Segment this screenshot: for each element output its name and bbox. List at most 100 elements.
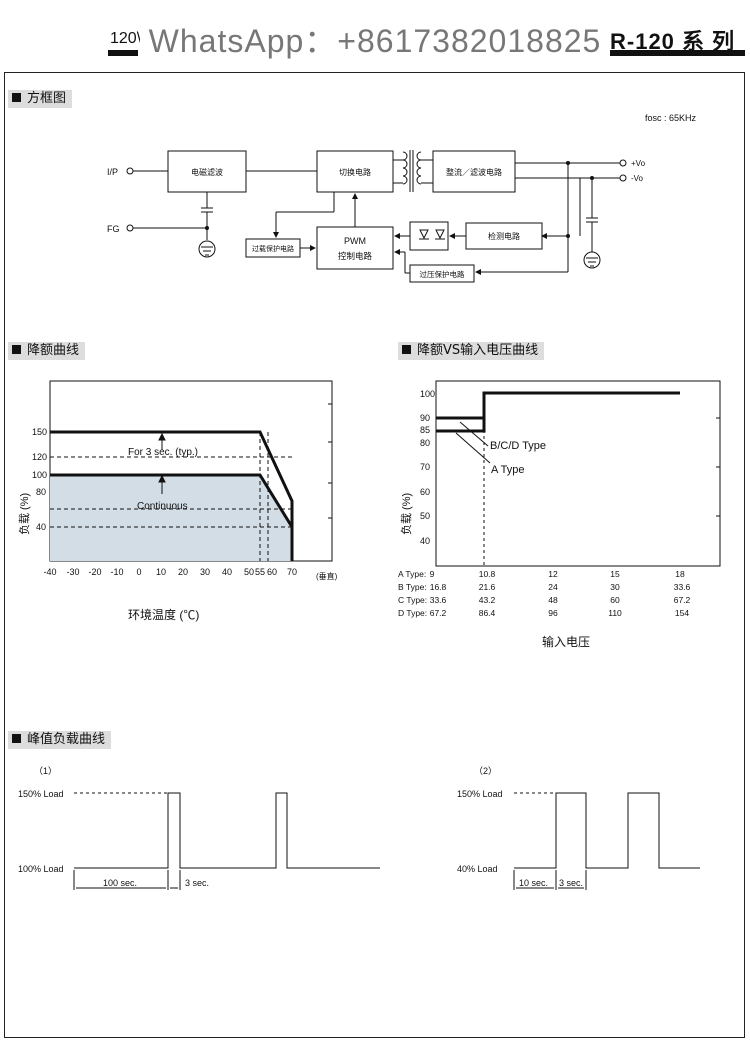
input-voltage-chart: 100 90 85 80 70 60 50 40 B/C/D Type A Ty…: [398, 380, 721, 649]
section-derating-vs-input: 降额VS输入电压曲线: [398, 342, 545, 360]
section-peak-load: 峰值负载曲线: [8, 731, 112, 749]
pwm-label: PWM: [344, 236, 366, 246]
bullet-square-icon: [402, 345, 411, 354]
svg-text:21.6: 21.6: [479, 582, 496, 592]
svg-text:86.4: 86.4: [479, 608, 496, 618]
section-block-diagram: 方框图: [8, 90, 73, 108]
derating-chart: 150 120 100 80 40 For 3 sec. (typ.) Cont…: [17, 380, 338, 622]
svg-text:33.6: 33.6: [674, 582, 691, 592]
label-a-type: A Type: [491, 464, 524, 476]
svg-text:B Type:: B Type:: [398, 582, 427, 592]
svg-text:110: 110: [608, 608, 622, 618]
peak2-label: （2）: [474, 766, 497, 776]
svg-text:10.8: 10.8: [479, 569, 496, 579]
ytick-80: 80: [36, 487, 46, 497]
pwm-control-box: [316, 226, 394, 270]
header-rule-right: [610, 50, 745, 56]
peak-load-waveforms: （1） 150% Load 100% Load 100 sec. 3 sec. …: [18, 766, 700, 890]
svg-text:16.8: 16.8: [430, 582, 447, 592]
rectifier-label: 整流／滤波电路: [446, 167, 502, 177]
ytick-120: 120: [32, 452, 47, 462]
xtick-50: 50: [244, 567, 254, 577]
annotation-continuous: Continuous: [137, 501, 188, 512]
vo-plus-label: +Vo: [631, 159, 646, 168]
x-unit-note: (垂直): [316, 571, 338, 581]
xtick-70: 70: [287, 567, 297, 577]
ovp-label: 过压保护电路: [420, 269, 465, 279]
peak1-t-high: 3 sec.: [185, 878, 209, 888]
svg-text:154: 154: [675, 608, 689, 618]
peak1-label: （1）: [34, 766, 57, 776]
svg-text:48: 48: [548, 595, 558, 605]
input-ytick-70: 70: [420, 462, 430, 472]
input-ytick-50: 50: [420, 511, 430, 521]
svg-text:12: 12: [548, 569, 558, 579]
series-bcd-line: [436, 391, 680, 420]
xtick-m40: -40: [43, 567, 56, 577]
xtick-40: 40: [222, 567, 232, 577]
emi-filter-label: 电磁滤波: [191, 167, 223, 177]
xtick-m20: -20: [88, 567, 101, 577]
peak2-t-high: 3 sec.: [559, 878, 583, 888]
peak1-waveform: [74, 792, 380, 869]
xtick-60: 60: [267, 567, 277, 577]
continuous-area: [50, 475, 292, 561]
svg-text:30: 30: [610, 582, 620, 592]
header-rule-left: [108, 50, 138, 56]
peak2-waveform: [514, 792, 700, 869]
series-continuous-line: [50, 473, 294, 561]
svg-text:96: 96: [548, 608, 558, 618]
svg-text:67.2: 67.2: [430, 608, 447, 618]
bullet-square-icon: [12, 345, 21, 354]
bullet-square-icon: [12, 93, 21, 102]
table-row: B Type: 16.8 21.6 24 30 33.6: [398, 582, 691, 592]
olp-label: 过载保护电路: [252, 244, 294, 253]
svg-text:A Type:: A Type:: [398, 569, 426, 579]
optocoupler-box: [409, 221, 449, 251]
xtick-20: 20: [178, 567, 188, 577]
peak2-low-label: 40% Load: [457, 864, 498, 874]
svg-text:24: 24: [548, 582, 558, 592]
peak2-high-label: 150% Load: [457, 789, 503, 799]
derating-xlabel: 环境温度 (℃): [128, 607, 199, 622]
svg-text:15: 15: [610, 569, 620, 579]
derating-ylabel: 负载 (%): [17, 493, 31, 535]
detect-label: 检测电路: [488, 231, 520, 241]
xtick-m30: -30: [66, 567, 79, 577]
xtick-m10: -10: [110, 567, 123, 577]
table-row: C Type: 33.6 43.2 48 60 67.2: [398, 595, 691, 605]
svg-text:33.6: 33.6: [430, 595, 447, 605]
annotation-peak: For 3 sec. (typ.): [128, 447, 198, 458]
xtick-10: 10: [156, 567, 166, 577]
input-xlabel: 输入电压: [542, 634, 590, 649]
svg-text:60: 60: [610, 595, 620, 605]
ytick-150: 150: [32, 427, 47, 437]
series-a-line: [436, 393, 486, 433]
table-row: A Type: 9 10.8 12 15 18: [398, 569, 685, 579]
header-model-right: R-120 系 列: [610, 29, 736, 54]
input-ytick-80: 80: [420, 438, 430, 448]
input-ytick-100: 100: [420, 389, 435, 399]
rectifier-filter-box: [432, 150, 516, 193]
vo-minus-label: -Vo: [631, 174, 644, 183]
svg-text:C Type:: C Type:: [398, 595, 427, 605]
input-ylabel: 负载 (%): [399, 493, 413, 535]
ytick-40: 40: [36, 522, 46, 532]
input-chart-frame: [435, 380, 721, 567]
svg-text:D Type:: D Type:: [398, 608, 427, 618]
watermark-banner: WhatsApp：+8617382018825: [140, 14, 610, 72]
page-frame: [4, 72, 745, 1038]
peak1-t-low: 100 sec.: [103, 878, 137, 888]
bullet-square-icon: [12, 734, 21, 743]
svg-text:43.2: 43.2: [479, 595, 496, 605]
pwm-control-label: 控制电路: [338, 251, 373, 261]
peak1-high-label: 150% Load: [18, 789, 64, 799]
ytick-100: 100: [32, 470, 47, 480]
svg-text:18: 18: [675, 569, 685, 579]
input-ytick-90: 90: [420, 413, 430, 423]
peak1-low-label: 100% Load: [18, 864, 64, 874]
xtick-30: 30: [200, 567, 210, 577]
header-model-left: 120\: [110, 30, 142, 47]
input-ytick-85: 85: [420, 425, 430, 435]
